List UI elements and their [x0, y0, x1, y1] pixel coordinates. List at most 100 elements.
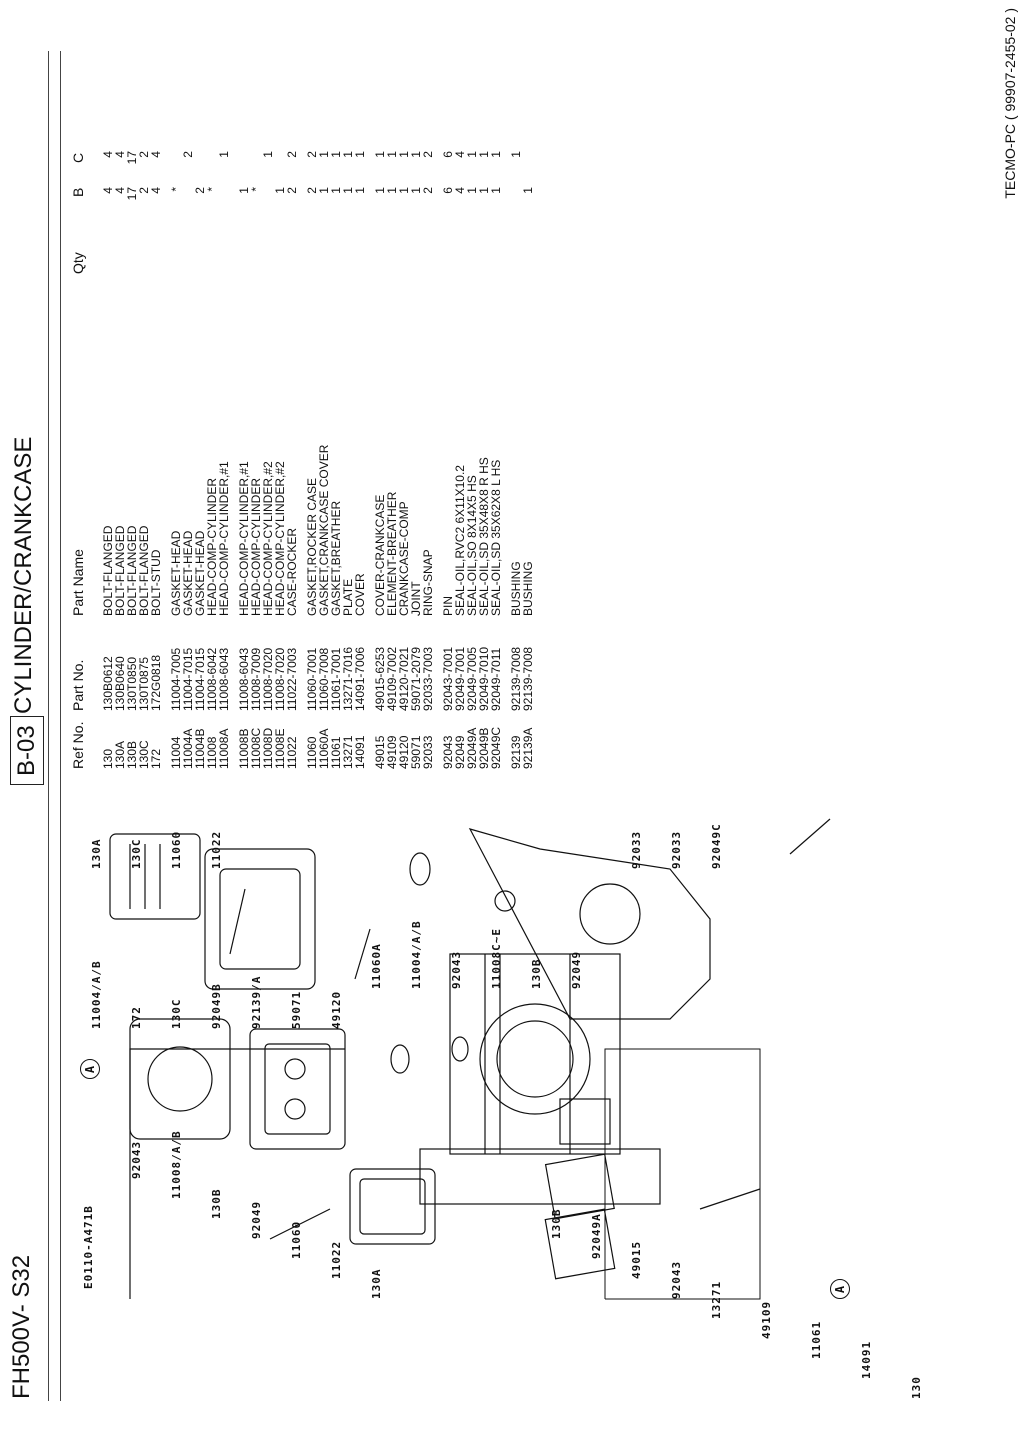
- cell-qty-c: 2: [421, 151, 435, 158]
- cell-qty-b: 1: [489, 187, 503, 194]
- cell-qty-c: 2: [181, 151, 195, 158]
- table-header: Ref No. Part No. Part Name Qty B C: [64, 9, 94, 769]
- cell-qty-c: 1: [353, 151, 367, 158]
- callout-11060a: 11060A: [370, 943, 383, 989]
- callout-92049-b: 92049: [570, 950, 583, 989]
- cell-qty-c: 1: [217, 151, 231, 158]
- cell-part-name: BUSHING: [521, 561, 535, 616]
- col-part-no: Part No.: [70, 659, 86, 711]
- cell-qty-b: *: [205, 187, 219, 192]
- marker-a-2: A: [80, 1059, 100, 1079]
- cell-ref-no: 11022: [285, 736, 299, 769]
- cell-qty-b: 2: [285, 187, 299, 194]
- cell-qty-c: 1: [489, 151, 503, 158]
- callout-11061: 11061: [810, 1320, 823, 1359]
- table-row: 92033 92033-7003 RING-SNAP 2 2: [421, 9, 435, 769]
- callout-14091: 14091: [860, 1340, 873, 1379]
- cell-ref-no: 172: [149, 748, 163, 769]
- cell-qty-c: 1: [261, 151, 275, 158]
- callout-11022-b: 11022: [210, 830, 223, 869]
- callout-49120: 49120: [330, 990, 343, 1029]
- callout-13271: 13271: [710, 1280, 723, 1319]
- col-qty-b: B: [70, 187, 86, 197]
- cylinder-head-1: [249, 1028, 346, 1150]
- callout-92139-a: 92139/A: [250, 975, 263, 1029]
- rocker-case-1: [349, 1168, 436, 1245]
- diagram-drawing: [109, 818, 831, 1300]
- callout-130c-b: 130C: [130, 838, 143, 870]
- callout-92033-b: 92033: [670, 830, 683, 869]
- exploded-diagram: E0110-A471B 130 14091 11061 49109 13271 …: [70, 799, 950, 1409]
- crankcase-cover: [468, 828, 711, 1020]
- callout-92049a: 92049A: [590, 1213, 603, 1259]
- col-part-name: Part Name: [70, 549, 86, 616]
- cell-part-no: 92049-7011: [489, 647, 503, 711]
- cell-qty-b: 1: [521, 187, 535, 194]
- rocker-case-2: [109, 833, 201, 920]
- cell-qty-b: *: [169, 187, 183, 192]
- model-label: FH500V- S32: [8, 1254, 35, 1399]
- breather-element: [559, 1098, 611, 1145]
- callout-92049c: 92049C: [710, 823, 723, 869]
- callout-130b-a: 130B: [550, 1208, 563, 1240]
- cell-part-name: COVER: [353, 573, 367, 616]
- cell-qty-b: *: [249, 187, 263, 192]
- cover-plate: [544, 1208, 616, 1280]
- page-title: CYLINDER/CRANKCASE: [10, 436, 37, 714]
- cell-part-name: RING-SNAP: [421, 549, 435, 616]
- cell-qty-c: 4: [149, 151, 163, 158]
- cell-ref-no: 92049C: [489, 726, 503, 769]
- footer-code: TECMO-PC ( 99907-2455-02 ): [1002, 8, 1018, 199]
- table-row: 92049C 92049-7011 SEAL-OIL,SD 35X62X8 L HS…: [489, 9, 503, 769]
- callout-92049b: 92049B: [210, 983, 223, 1029]
- callout-11060-b: 11060: [170, 830, 183, 869]
- diagram-code: E0110-A471B: [82, 1205, 95, 1289]
- cell-part-no: 11008-6043: [217, 647, 231, 711]
- cylinder-head-2: [204, 848, 316, 990]
- cell-part-no: 92033-7003: [421, 646, 435, 711]
- cell-ref-no: 92033: [421, 735, 435, 769]
- col-qty-c: C: [70, 152, 86, 163]
- callout-130b-c: 130B: [530, 958, 543, 990]
- cell-qty-b: 2: [421, 187, 435, 194]
- cell-ref-no: 11008A: [217, 728, 231, 769]
- cell-qty-b: 4: [149, 187, 163, 194]
- callout-92049-a: 92049: [250, 1200, 263, 1239]
- callout-130: 130: [910, 1376, 923, 1399]
- callout-130c-a: 130C: [170, 998, 183, 1030]
- callout-49109: 49109: [760, 1300, 773, 1339]
- callout-11008c-e: 11008C~E: [490, 928, 503, 989]
- callout-49015: 49015: [630, 1240, 643, 1279]
- callout-11004-ab-b: 11004/A/B: [410, 920, 423, 989]
- cell-part-name: SEAL-OIL,SD 35X62X8 L HS: [489, 459, 503, 616]
- marker-a-1: A: [830, 1279, 850, 1299]
- crankcase-body: [449, 953, 621, 1155]
- col-qty: Qty: [70, 252, 86, 274]
- cell-qty-c: 2: [285, 151, 299, 158]
- cell-part-name: HEAD-COMP-CYLINDER,#1: [217, 461, 231, 616]
- callout-172: 172: [130, 1006, 143, 1029]
- cell-qty-b: 1: [353, 187, 367, 194]
- callout-92043-c: 92043: [450, 950, 463, 989]
- cell-part-no: 92139-7008: [521, 646, 535, 711]
- callout-130a-b: 130A: [90, 838, 103, 870]
- callout-11004-ab-a: 11004/A/B: [90, 960, 103, 1029]
- callout-130b-b: 130B: [210, 1188, 223, 1220]
- gasket-head-1: [129, 1018, 231, 1140]
- callout-59071: 59071: [290, 990, 303, 1029]
- page-code: B-03: [10, 716, 44, 785]
- cell-part-no: 172G0818: [149, 654, 163, 711]
- cell-part-no: 14091-7006: [353, 646, 367, 711]
- cylinder-bore: [479, 1003, 591, 1115]
